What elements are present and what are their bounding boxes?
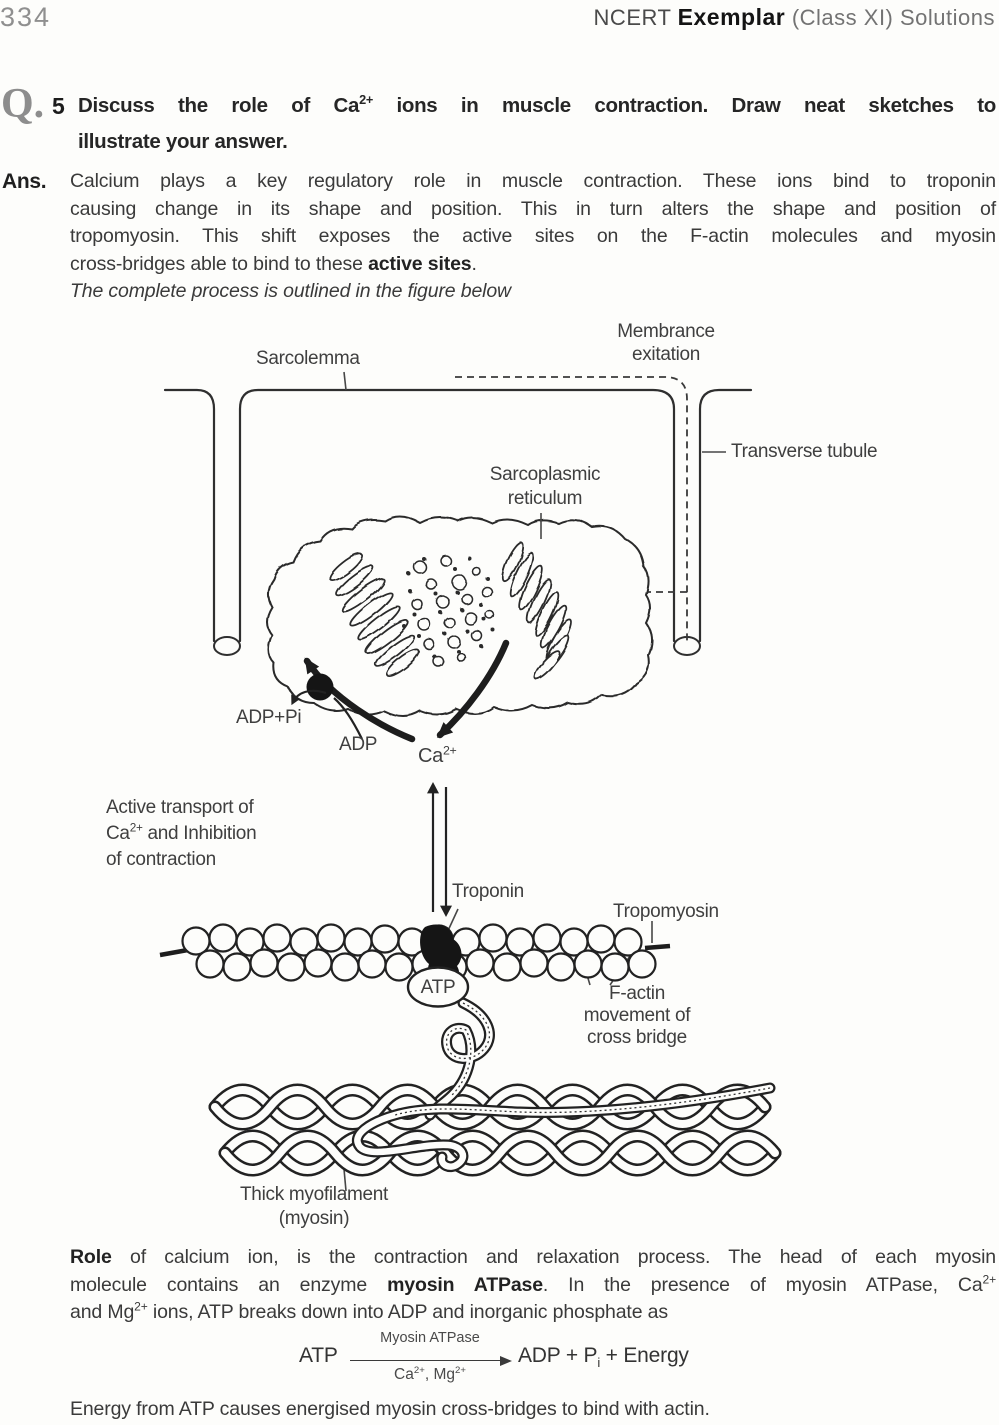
question-number: 5 — [52, 93, 65, 119]
f-actin-line3: cross bridge — [587, 1027, 687, 1048]
equation-arrow-line — [350, 1360, 502, 1361]
myosin-atpase-bold: myosin ATPase — [387, 1273, 543, 1296]
cofactor-mg: , Mg — [424, 1366, 455, 1383]
role-line3-pre: and Mg — [70, 1301, 135, 1324]
pump-protein-circle — [306, 673, 334, 701]
question-line-2: illustrate your answer. — [78, 130, 288, 153]
reticulum-cisternae-right — [501, 541, 573, 680]
equation-pi-sub: i — [597, 1355, 601, 1371]
equation-catalyst: Myosin ATPase — [380, 1330, 480, 1346]
f-actin-line1: F-actin — [609, 983, 665, 1004]
role-ca-sup: 2+ — [982, 1272, 997, 1287]
equation-arrowhead — [500, 1355, 512, 1366]
label-tropomyosin: Tropomyosin — [613, 901, 719, 922]
question-line1-text: Discuss the role of Ca — [78, 94, 360, 117]
label-sarcolemma: Sarcolemma — [256, 348, 360, 369]
ca-superscript: 2+ — [359, 92, 373, 108]
active-line2-rest: and Inhibition — [142, 823, 257, 844]
answer-label: Ans. — [2, 170, 47, 193]
thick-myofilament-line1: Thick myofilament — [240, 1184, 388, 1205]
cofactor-mg-sup: 2+ — [454, 1364, 466, 1376]
book-title-suffix: (Class XI) Solutions — [785, 5, 995, 30]
active-line2-ca: Ca — [106, 823, 130, 844]
label-f-actin-movement: F-actin movement of cross bridge — [563, 983, 711, 1049]
calcium-base: Ca — [418, 745, 443, 767]
role-paragraph: Role of calcium ion, is the contraction … — [70, 1244, 996, 1327]
label-sarcoplasmic-reticulum: Sarcoplasmic reticulum — [475, 463, 615, 511]
atp-oval — [406, 966, 470, 1008]
membrane-excitation-dashed-path — [455, 376, 688, 645]
role-line-1: Role of calcium ion, is the contraction … — [70, 1244, 996, 1272]
label-thick-myofilament: Thick myofilament (myosin) — [214, 1183, 414, 1231]
active-transport-line2: Ca2+ and Inhibition — [106, 821, 257, 847]
label-membrane-excitation: Membrance exitation — [586, 320, 746, 366]
label-sarcoplasmic-line1: Sarcoplasmic — [489, 464, 601, 485]
answer-line4-period: . — [471, 252, 477, 275]
label-atp: ATP — [420, 977, 456, 998]
muscle-contraction-figure: Sarcolemma Membrance exitation Transvers… — [0, 315, 999, 1247]
role-line-3: and Mg2+ ions, ATP breaks down into ADP … — [70, 1299, 996, 1327]
f-actin-line2: movement of — [583, 1005, 691, 1026]
thick-myofilament-line2: (myosin) — [278, 1208, 350, 1229]
answer-paragraph: Calcium plays a key regulatory role in m… — [70, 168, 996, 306]
cofactor-ca-sup: 2+ — [413, 1364, 425, 1376]
answer-line4-text: cross-bridges able to bind to these — [70, 252, 369, 275]
role-line1-rest: of calcium ion, is the contraction and r… — [111, 1246, 996, 1268]
label-membrane-excitation-line2: exitation — [631, 344, 701, 365]
label-membrane-excitation-line1: Membrance — [617, 321, 715, 342]
active-transport-line1: Active transport of — [106, 797, 254, 818]
myosin-head-coil — [352, 997, 776, 1173]
role-line2-pre: molecule contains an enzyme — [70, 1273, 388, 1296]
role-line3-rest: ions, ATP breaks down into ADP and inorg… — [147, 1301, 668, 1324]
figure-drawing — [159, 371, 782, 1192]
role-line-2: molecule contains an enzyme myosin ATPas… — [70, 1272, 996, 1300]
label-sarcoplasmic-line2: reticulum — [507, 488, 583, 509]
question-label: Q. — [1, 81, 45, 127]
question-line-1: Discuss the role of Ca2+ ions in muscle … — [78, 88, 996, 124]
reticulum-cisternae-left — [328, 553, 421, 677]
active-line2-sup: 2+ — [129, 821, 143, 835]
page-number: 334 — [0, 2, 52, 32]
book-title-prefix: NCERT — [593, 5, 678, 30]
equation-rhs-energy: + Energy — [600, 1344, 689, 1367]
label-troponin: Troponin — [452, 881, 524, 902]
question-line1-rest: ions in muscle contraction. Draw neat sk… — [372, 94, 996, 117]
equation-lhs: ATP — [299, 1344, 338, 1367]
label-adp-pi: ADP+Pi — [236, 707, 302, 728]
calcium-pump — [291, 673, 363, 740]
calcium-ion-dots — [402, 557, 494, 658]
answer-note-italic: The complete process is outlined in the … — [70, 280, 511, 303]
f-actin-bead-chain — [159, 923, 671, 982]
book-title-bold: Exemplar — [677, 4, 786, 30]
adp-connector-line — [333, 697, 363, 740]
cofactor-ca: Ca — [394, 1366, 414, 1383]
role-mg-sup: 2+ — [134, 1299, 148, 1314]
calcium-flux-arrows — [303, 639, 510, 743]
answer-line-1: Calcium plays a key regulatory role in m… — [70, 170, 996, 192]
closing-sentence: Energy from ATP causes energised myosin … — [70, 1398, 710, 1420]
answer-line-2: causing change in its shape and position… — [70, 197, 996, 220]
answer-line-4: cross-bridges able to bind to these acti… — [70, 251, 996, 279]
calcium-sup: 2+ — [442, 743, 457, 758]
calcium-vesicle-dots — [411, 555, 494, 667]
sarcoplasmic-reticulum-shape — [266, 515, 653, 717]
equation-rhs-adp: ADP + P — [518, 1344, 598, 1367]
equation-cofactors: Ca2+, Mg2+ — [350, 1366, 510, 1384]
book-title: NCERT Exemplar (Class XI) Solutions — [594, 4, 995, 31]
transport-double-arrows — [427, 782, 452, 917]
label-active-transport: Active transport of Ca2+ and Inhibition … — [106, 795, 257, 873]
label-adp: ADP — [339, 734, 378, 755]
sarcolemma-membrane-lines — [163, 388, 753, 656]
answer-line-3: tropomyosin. This shift exposes the acti… — [70, 225, 996, 248]
label-calcium-ion: Ca2+ — [418, 743, 457, 768]
active-transport-line3: of contraction — [106, 849, 216, 870]
label-transverse-tubule: Transverse tubule — [731, 441, 878, 462]
equation-rhs: ADP + Pi + Energy — [518, 1344, 689, 1371]
role-line2-mid: . In the presence of myosin ATPase, Ca — [542, 1273, 983, 1296]
answer-line4-bold: active sites — [368, 252, 472, 275]
adp-pi-arrow — [291, 689, 327, 706]
role-bold: Role — [70, 1246, 112, 1268]
